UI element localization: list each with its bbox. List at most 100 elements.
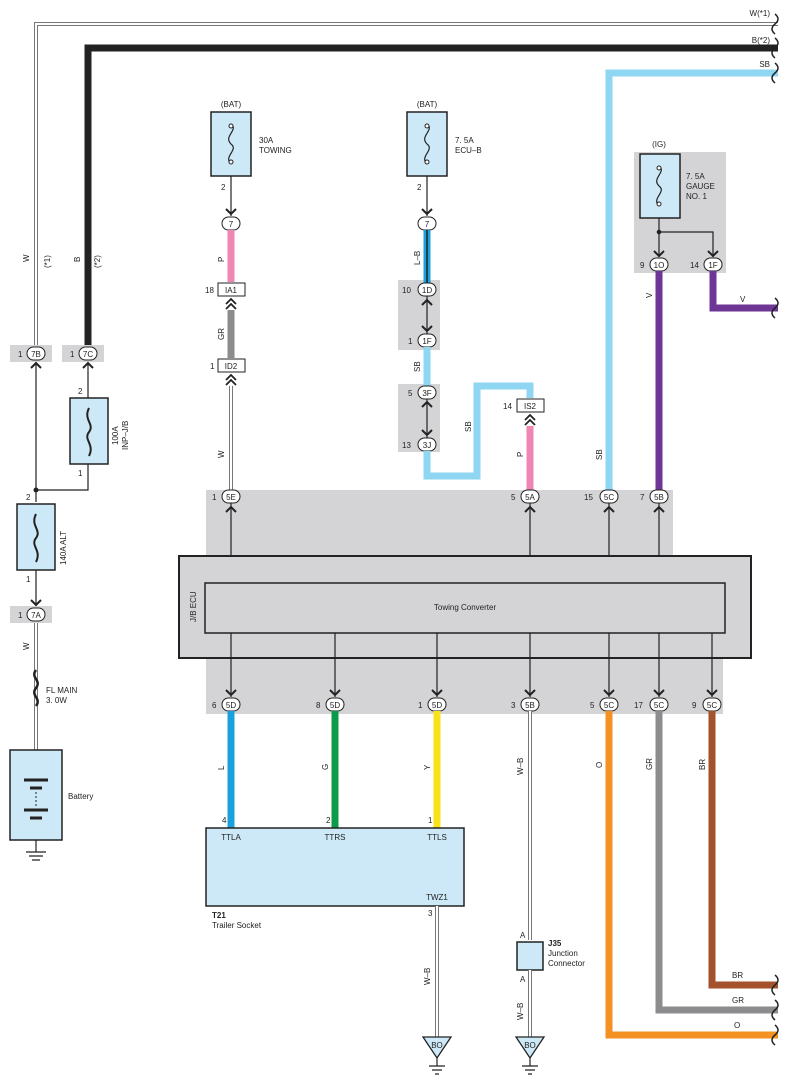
arrow-gauge-1o	[653, 250, 665, 258]
connector-is2[interactable]	[516, 398, 545, 413]
pin-b5c-1: 5	[590, 701, 595, 710]
break-mark-o	[771, 1024, 779, 1046]
fuse-inp-pin-top: 2	[78, 387, 83, 396]
connector-7a[interactable]	[26, 607, 46, 622]
label-twz1: TWZ1	[426, 893, 448, 902]
fl-main-name: FL MAIN	[46, 686, 77, 695]
fuse-gauge-pin-a	[656, 165, 662, 171]
label-v-out: V	[740, 295, 746, 304]
label-lb: L–B	[413, 251, 422, 265]
pin-5a: 5	[511, 493, 516, 502]
fuse-gauge-pin-b	[656, 201, 662, 207]
pin-1f-gauge: 14	[690, 261, 699, 270]
arrow-7c	[82, 361, 94, 369]
fuse-ecub-pin-a	[424, 123, 430, 129]
connector-7b[interactable]	[26, 346, 46, 361]
towing-converter[interactable]	[204, 582, 726, 634]
j35-pin-a-bottom: A	[520, 975, 526, 984]
pin-1o: 9	[640, 261, 645, 270]
pin-1d: 10	[402, 286, 411, 295]
connector-7b-label: 7B	[31, 350, 41, 359]
fuse-ecub-source: (BAT)	[417, 100, 438, 109]
connector-b5d-1-label: 5D	[226, 701, 236, 710]
label-p-is2: P	[516, 452, 525, 457]
pin-7c: 1	[70, 350, 75, 359]
connector-id2[interactable]	[217, 358, 246, 373]
pin-twz1: 3	[428, 909, 433, 918]
fuse-gauge-name: GAUGE	[686, 182, 715, 191]
pin-b5d-2: 8	[316, 701, 321, 710]
connector-7c[interactable]	[78, 346, 98, 361]
ground-bo-1	[421, 1036, 453, 1060]
connector-b5c-1-label: 5C	[604, 701, 614, 710]
connector-3j-label: 3J	[423, 441, 431, 450]
junction-j35[interactable]	[516, 941, 544, 971]
trailer-socket-name: Trailer Socket	[212, 921, 262, 930]
arrow-3f-3j	[421, 400, 433, 437]
pin-b5c-2: 17	[634, 701, 643, 710]
wire-br	[708, 711, 778, 989]
fuse-alt-pin-top: 2	[26, 493, 31, 502]
fuse-towing-name: TOWING	[259, 146, 292, 155]
j35-pin-a-top: A	[520, 931, 526, 940]
wire-sb2	[423, 382, 534, 480]
junction-dot-gauge	[656, 229, 662, 235]
arrow-7b	[30, 361, 42, 369]
battery[interactable]	[9, 749, 63, 841]
label-wb: W–B	[516, 758, 525, 775]
pin-is2: 14	[503, 402, 512, 411]
fuse-towing-pin: 2	[221, 183, 226, 192]
pin-ia1: 18	[205, 286, 214, 295]
wire-w-top-inner	[35, 23, 778, 345]
connector-id2-label: ID2	[225, 362, 238, 371]
arrows-out-ecu	[225, 689, 718, 697]
connector-3f-label: 3F	[422, 389, 431, 398]
wire-gauge-split	[658, 218, 714, 257]
label-o: O	[595, 762, 604, 768]
connector-5e-label: 5E	[226, 493, 236, 502]
fuse-inp-rating: 100A	[111, 426, 120, 445]
ground-bo-1-symbol	[429, 1058, 445, 1075]
label-ttls: TTLS	[427, 833, 447, 842]
pin-b5d-1: 6	[212, 701, 217, 710]
label-w-top: W(*1)	[750, 9, 771, 18]
label-b-left: B	[73, 257, 82, 262]
connector-1f-gauge-label: 1F	[708, 261, 717, 270]
label-out-br: BR	[732, 971, 743, 980]
connector-b5d-2-label: 5D	[330, 701, 340, 710]
label-p-upper: P	[217, 257, 226, 262]
fuse-gauge[interactable]	[639, 153, 681, 219]
junction-dot-left	[33, 487, 39, 493]
fuse-inp-pin-bottom: 1	[78, 469, 83, 478]
connector-1d-label: 1D	[422, 286, 432, 295]
connector-7a-label: 7A	[31, 611, 41, 620]
fuse-ecub-symbol	[424, 123, 430, 165]
fuse-gauge-rating: 7. 5A	[686, 172, 705, 181]
pin-b5d-3: 1	[418, 701, 423, 710]
fuse-ecub-name: ECU–B	[455, 146, 482, 155]
fuse-towing-source: (BAT)	[221, 100, 242, 109]
trailer-socket-id: T21	[212, 911, 226, 920]
connector-1f-label: 1F	[422, 337, 431, 346]
chevron-is2	[524, 413, 536, 426]
fuse-alt-pin-bottom: 1	[26, 575, 31, 584]
connector-ia1-label: IA1	[225, 286, 238, 295]
ground-bo-2	[514, 1036, 546, 1060]
pin-7b: 1	[18, 350, 23, 359]
label-sb-top: SB	[759, 60, 770, 69]
wire-o	[605, 711, 778, 1039]
ground-bo-2-symbol	[522, 1058, 538, 1075]
arrow-gauge-1f	[707, 250, 719, 258]
label-b-top: B(*2)	[752, 36, 771, 45]
fuse-towing-rating: 30A	[259, 136, 274, 145]
trailer-socket[interactable]	[205, 827, 465, 907]
label-gr-upper: GR	[217, 328, 226, 340]
pin-5b-top: 7	[640, 493, 645, 502]
label-sb1: SB	[413, 361, 422, 372]
fuse-ecub-pin: 2	[417, 183, 422, 192]
pin-3f: 5	[408, 389, 413, 398]
connector-ia1[interactable]	[217, 282, 246, 297]
fuse-inp-jb-symbol	[86, 407, 92, 457]
